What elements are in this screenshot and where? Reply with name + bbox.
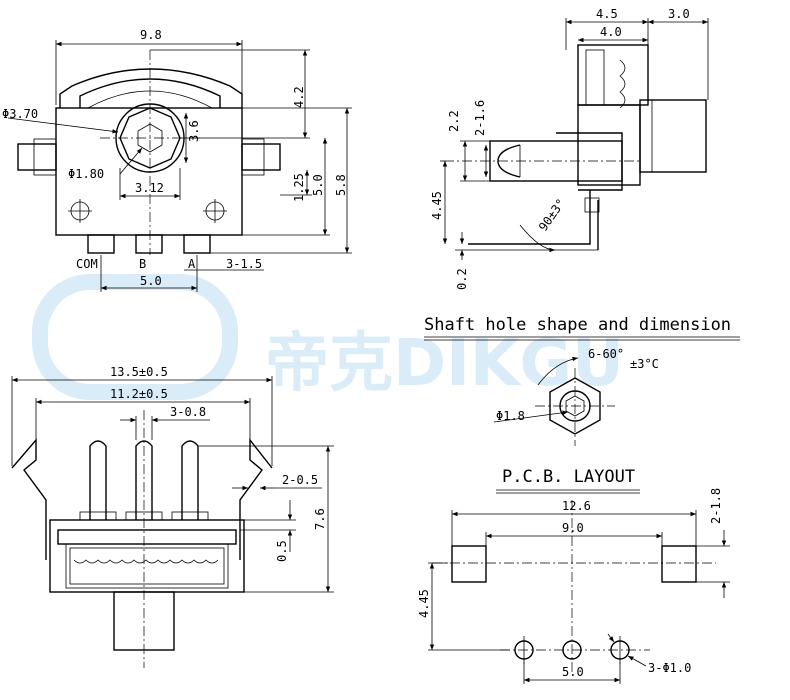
dim-50: 5.0: [311, 174, 325, 196]
pin-a-label: A: [188, 257, 196, 271]
pcb-title: P.C.B. LAYOUT: [502, 467, 635, 487]
pcb-dim-218: 2-1.8: [709, 488, 723, 524]
pin-com-label: COM: [76, 257, 98, 271]
dim-inner-dia: Φ1.80: [68, 167, 104, 181]
side-dim-445: 4.45: [430, 191, 444, 220]
pin-b-label: B: [139, 257, 146, 271]
side-dim-02: 0.2: [455, 268, 469, 290]
shaft-angle-tol: ±3°C: [630, 357, 659, 371]
bottom-dim-05: 0.5: [275, 540, 289, 562]
dim-pin-pitch: 5.0: [140, 274, 162, 288]
dim-hole-pitch: 3.12: [135, 181, 164, 195]
shaft-title: Shaft hole shape and dimension: [424, 315, 731, 335]
pcb-dim-50: 5.0: [562, 665, 584, 679]
shaft-angle: 6-60°: [588, 347, 624, 361]
bottom-dim-112: 11.2±0.5: [110, 387, 168, 401]
dim-58: 5.8: [334, 174, 348, 196]
side-angle: 90±3°: [536, 196, 568, 234]
pcb-layout-view: P.C.B. LAYOUT 12.6 9.0 2-1.8 4.45 5.0 3-…: [417, 467, 730, 684]
bottom-dim-135: 13.5±0.5: [110, 365, 168, 379]
bottom-view: 13.5±0.5 11.2±0.5 3-0.8 2-0.5 7.6 0.5: [11, 365, 334, 668]
pcb-dim-90: 9.0: [562, 521, 584, 535]
bottom-dim-308: 3-0.8: [170, 405, 206, 419]
dim-125: 1.25: [292, 173, 306, 202]
dim-height-top: 4.2: [292, 86, 306, 108]
shaft-dia: Φ1.8: [496, 409, 525, 423]
front-view: 9.8 4.2 Φ3.70 3.6 Φ1.80 3.12 1.25 5.0 5.…: [2, 28, 352, 292]
dim-outer-dia: Φ3.70: [2, 107, 38, 121]
dim-width: 9.8: [140, 28, 162, 42]
watermark-text: 帝克DIKGU: [265, 327, 624, 401]
pcb-dim-445: 4.45: [417, 589, 431, 618]
side-dim-216: 2-1.6: [473, 100, 487, 136]
bottom-dim-76: 7.6: [313, 508, 327, 530]
side-dim-30: 3.0: [668, 7, 690, 21]
dim-pin-width: 3-1.5: [226, 257, 262, 271]
watermark: 帝克DIKGU: [32, 274, 624, 401]
bottom-dim-205: 2-0.5: [282, 473, 318, 487]
side-view: 4.5 3.0 4.0 2.2 2-1.6 4.45 0.2 90±3°: [430, 7, 709, 290]
pcb-holes: 3-Φ1.0: [648, 661, 691, 675]
side-dim-45: 4.5: [596, 7, 618, 21]
side-dim-22: 2.2: [447, 110, 461, 132]
side-dim-40: 4.0: [600, 25, 622, 39]
shaft-hole-view: Shaft hole shape and dimension 6-60° ±3°…: [424, 315, 740, 446]
dim-hex: 3.6: [187, 120, 201, 142]
pcb-dim-126: 12.6: [562, 499, 591, 513]
